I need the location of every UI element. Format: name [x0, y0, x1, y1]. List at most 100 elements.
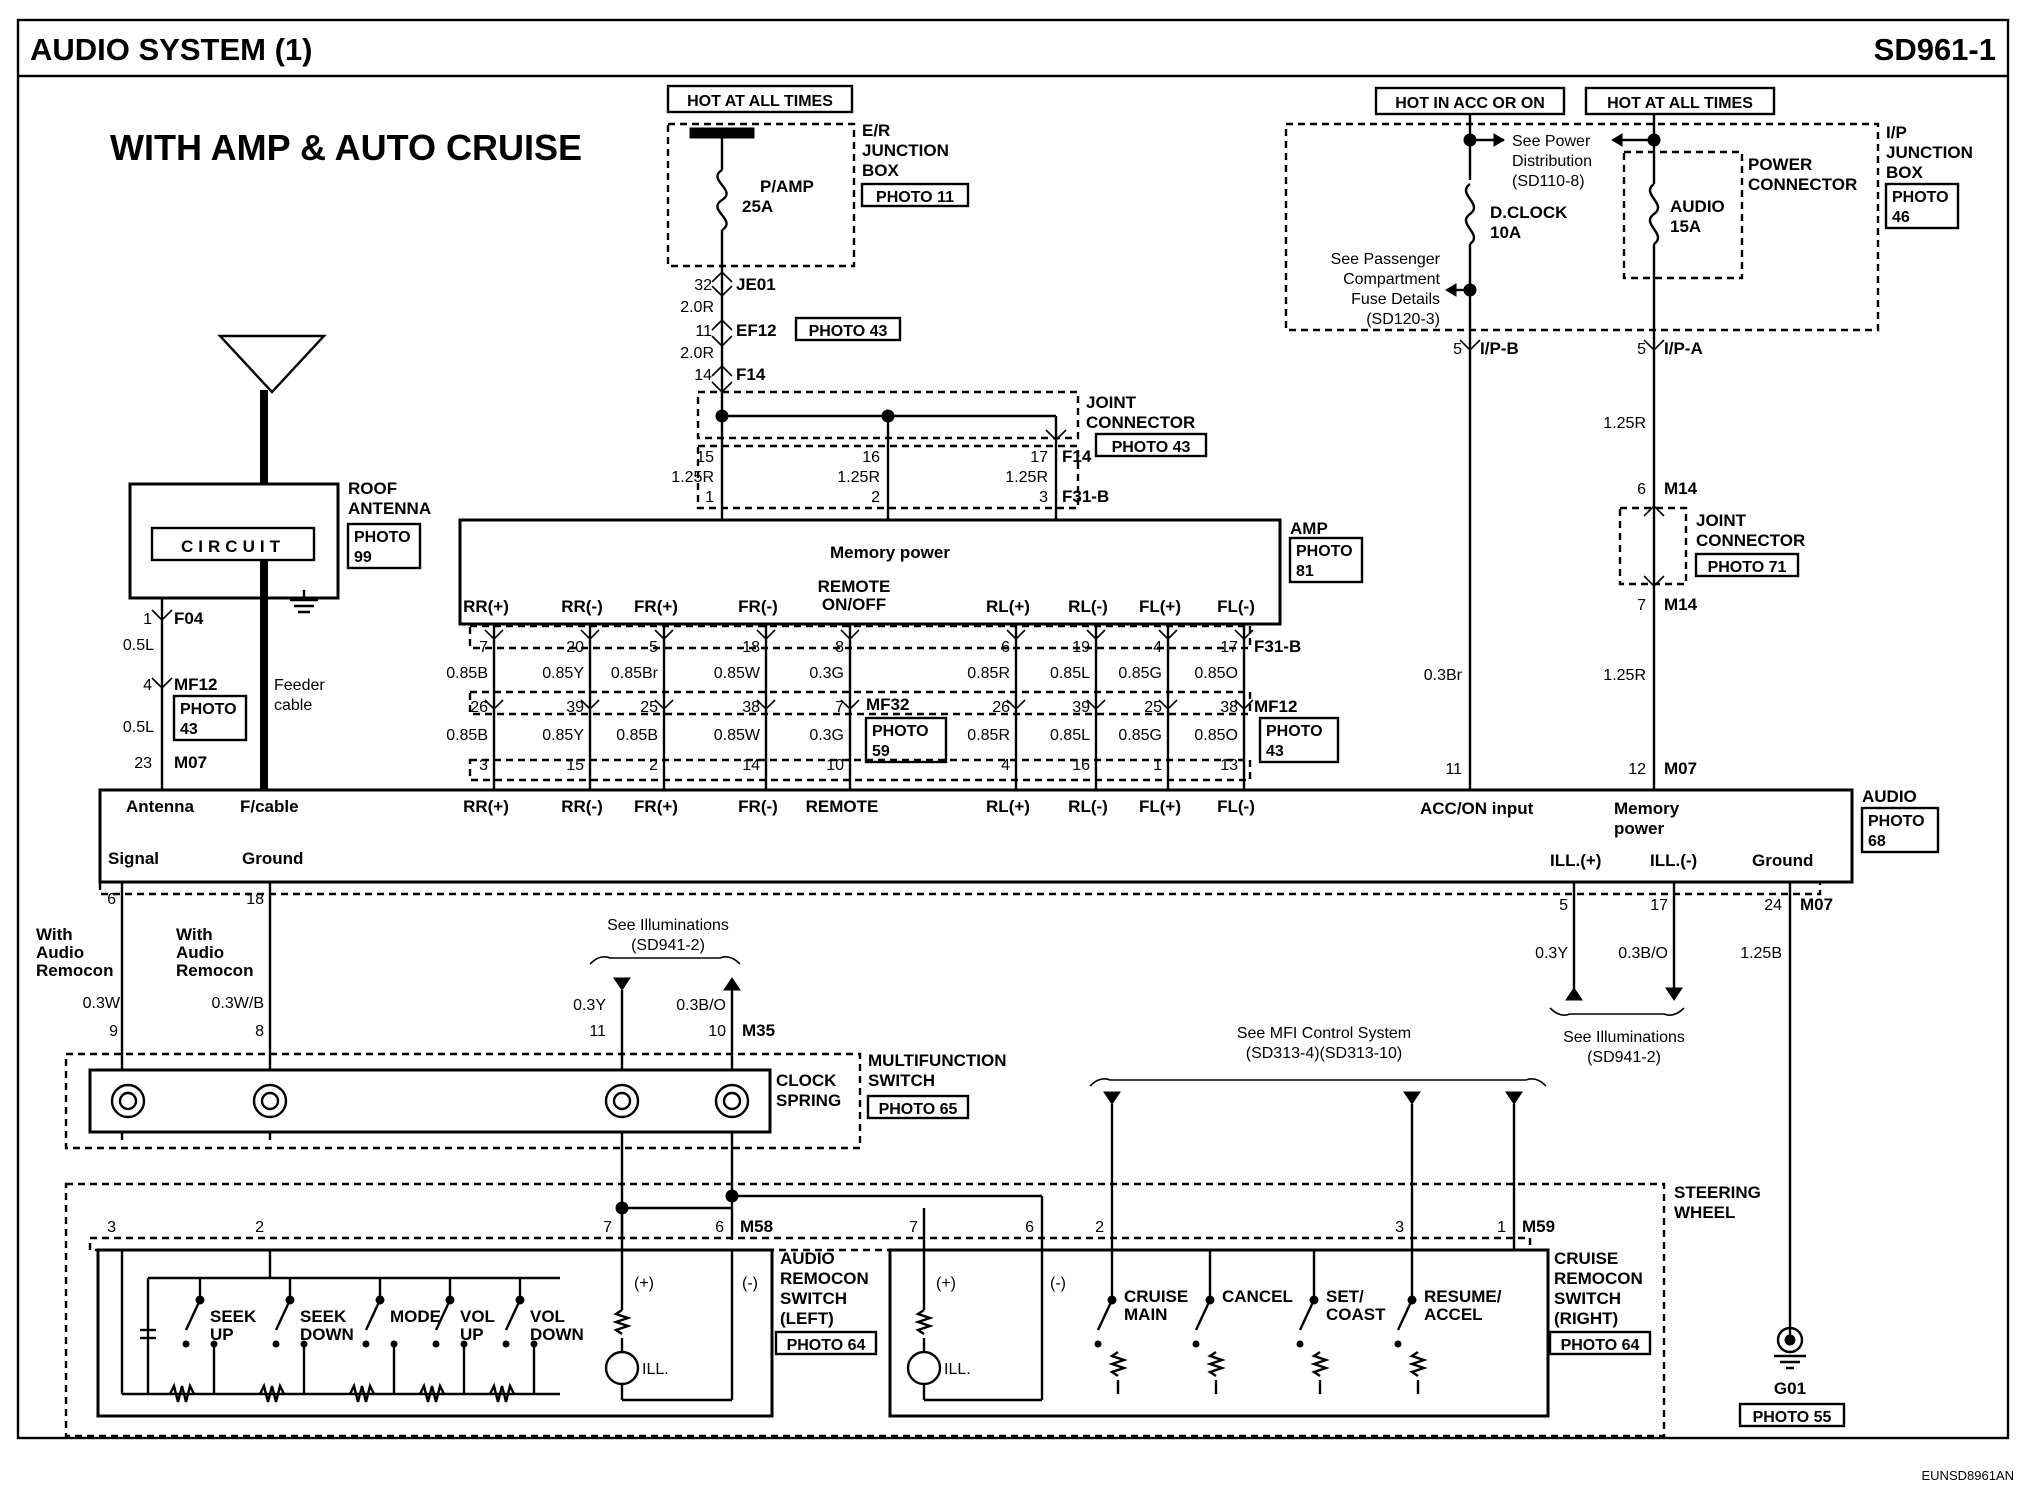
amp-wire-lower: 0.3G — [809, 727, 844, 744]
svg-text:With: With — [36, 925, 73, 944]
amp-wire-lower: 0.85Y — [542, 727, 584, 744]
svg-text:F14: F14 — [736, 365, 766, 384]
svg-text:17: 17 — [1650, 897, 1668, 914]
svg-text:Memory power: Memory power — [830, 543, 950, 562]
audio-channel-label: RR(+) — [463, 797, 509, 816]
svg-text:46: 46 — [1892, 209, 1910, 226]
svg-text:AUDIO: AUDIO — [1670, 197, 1725, 216]
steering-wheel: STEERING WHEEL 3 2 7 6 M58 7 6 2 3 1 M59 — [64, 1182, 1761, 1438]
svg-text:F/cable: F/cable — [240, 797, 299, 816]
amp-channel-label: RL(-) — [1068, 597, 1108, 616]
svg-text:PHOTO 55: PHOTO 55 — [1753, 1409, 1832, 1426]
amp-wire-upper: 0.85O — [1194, 665, 1238, 682]
svg-text:CONNECTOR: CONNECTOR — [1748, 175, 1857, 194]
audio-button-text: VOL — [530, 1307, 565, 1326]
audio-button-text: DOWN — [530, 1325, 584, 1344]
svg-text:JUNCTION: JUNCTION — [862, 141, 949, 160]
pamp-fuse-symbol — [716, 168, 728, 232]
svg-text:(+): (+) — [634, 1275, 654, 1292]
cruise-remocon-button-3: SET/COAST — [1296, 1250, 1386, 1394]
svg-text:(+): (+) — [936, 1275, 956, 1292]
svg-text:6: 6 — [1025, 1219, 1034, 1236]
amp-pin-top: 7 — [479, 639, 488, 656]
remocon-signal-wires: 6 18 With Audio Remocon With Audio Remoc… — [36, 882, 272, 1140]
svg-text:0.3Y: 0.3Y — [573, 997, 606, 1014]
svg-text:Remocon: Remocon — [36, 961, 113, 980]
amp-pin-bottom: 13 — [1220, 757, 1238, 774]
svg-text:Ground: Ground — [1752, 851, 1813, 870]
hot-acc-on-label: HOT IN ACC OR ON — [1395, 95, 1545, 112]
svg-text:0.5L: 0.5L — [123, 719, 154, 736]
svg-text:PHOTO: PHOTO — [1892, 189, 1949, 206]
amp-channel-label: RR(+) — [463, 597, 509, 616]
svg-text:1.25R: 1.25R — [1603, 667, 1646, 684]
amp-pin-mid: 39 — [1072, 699, 1090, 716]
amp-channel-label: RR(-) — [561, 597, 603, 616]
svg-text:3: 3 — [107, 1219, 116, 1236]
amp-wire-upper: 0.85W — [714, 665, 761, 682]
svg-text:Antenna: Antenna — [126, 797, 195, 816]
svg-text:POWER: POWER — [1748, 155, 1812, 174]
svg-text:0.3Y: 0.3Y — [1535, 945, 1568, 962]
svg-text:M14: M14 — [1664, 479, 1698, 498]
svg-text:ILL.: ILL. — [944, 1361, 971, 1378]
amp-pin-bottom: 15 — [566, 757, 584, 774]
svg-text:JUNCTION: JUNCTION — [1886, 143, 1973, 162]
svg-text:59: 59 — [872, 743, 890, 760]
svg-text:Ground: Ground — [242, 849, 303, 868]
er-photo-label: PHOTO 11 — [876, 189, 954, 206]
svg-text:(SD941-2): (SD941-2) — [631, 937, 705, 954]
audio-button-text: UP — [210, 1325, 234, 1344]
f31b-label-lower: F31-B — [1254, 637, 1301, 656]
svg-text:1.25R: 1.25R — [1603, 415, 1646, 432]
svg-text:1: 1 — [1497, 1219, 1506, 1236]
frame — [16, 18, 2010, 1440]
svg-text:17: 17 — [1030, 449, 1048, 466]
amp-wire-lower: 0.85B — [446, 727, 488, 744]
audio-button-text: MODE — [390, 1307, 441, 1326]
svg-text:M07: M07 — [1800, 895, 1833, 914]
svg-text:32: 32 — [694, 277, 712, 294]
amp-channel-label: FL(-) — [1217, 597, 1255, 616]
svg-text:See Passenger: See Passenger — [1331, 251, 1441, 268]
amp-pin-mid: 38 — [742, 699, 760, 716]
svg-text:11: 11 — [695, 323, 712, 340]
svg-text:Memory: Memory — [1614, 799, 1680, 818]
svg-text:25A: 25A — [742, 197, 773, 216]
svg-text:REMOCON: REMOCON — [1554, 1269, 1643, 1288]
cruise-button-text: RESUME/ — [1424, 1287, 1502, 1306]
cruise-remocon-switch: CRUISE REMOCON SWITCH (RIGHT) PHOTO 64 (… — [888, 1248, 1652, 1418]
svg-text:10A: 10A — [1490, 223, 1521, 242]
amp-wire-upper: 0.3G — [809, 665, 844, 682]
svg-text:9: 9 — [109, 1023, 118, 1040]
svg-text:ILL.: ILL. — [642, 1361, 669, 1378]
amp-wire-upper: 0.85L — [1050, 665, 1090, 682]
m07-bottom-connector — [98, 880, 1822, 896]
svg-text:EF12: EF12 — [736, 321, 777, 340]
svg-text:CIRCUIT: CIRCUIT — [181, 537, 285, 556]
svg-text:PHOTO 65: PHOTO 65 — [879, 1101, 958, 1118]
svg-text:See MFI Control System: See MFI Control System — [1237, 1025, 1411, 1042]
audio-button-text: DOWN — [300, 1325, 354, 1344]
diagram-code: SD961-1 — [1874, 32, 1996, 67]
audio-ill-outputs: 5 17 0.3Y 0.3B/O See Illuminations (SD94… — [1535, 882, 1833, 1340]
svg-text:ILL.(+): ILL.(+) — [1550, 851, 1601, 870]
ground-icon — [290, 598, 318, 614]
amp-pin-mid: 7 — [835, 699, 844, 716]
cruise-remocon-button-4: RESUME/ACCEL — [1394, 1250, 1502, 1394]
svg-text:5: 5 — [1453, 341, 1462, 358]
svg-text:99: 99 — [354, 549, 372, 566]
svg-text:Audio: Audio — [36, 943, 84, 962]
amp-wire-lower: 0.85W — [714, 727, 761, 744]
svg-text:PHOTO: PHOTO — [1266, 723, 1323, 740]
audio-button-text: SEEK — [300, 1307, 347, 1326]
svg-text:P/AMP: P/AMP — [760, 177, 814, 196]
svg-text:7: 7 — [603, 1219, 612, 1236]
audio-channel-label: FL(+) — [1139, 797, 1181, 816]
amp-pin-top: 19 — [1072, 639, 1090, 656]
svg-text:CRUISE: CRUISE — [1554, 1249, 1618, 1268]
svg-text:SPRING: SPRING — [776, 1091, 841, 1110]
